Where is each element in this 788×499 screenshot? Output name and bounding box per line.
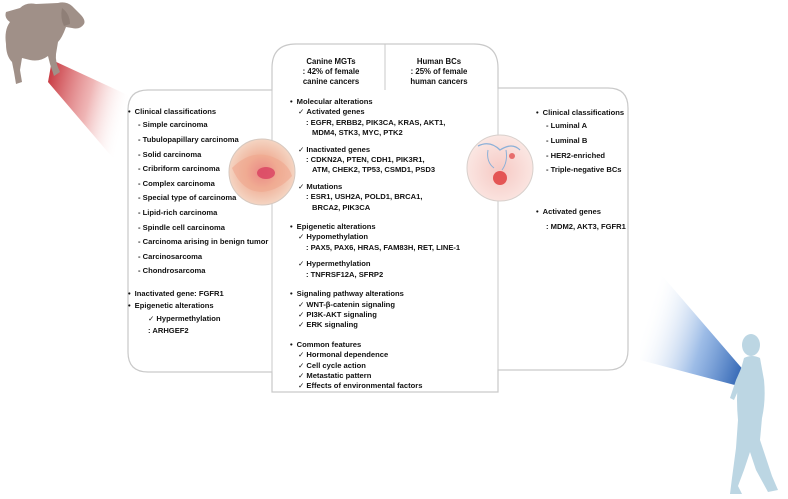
canine-type-item: - Carcinosarcoma (138, 251, 203, 261)
common-title: Common features (290, 340, 460, 350)
human-activated-title: Activated genes (536, 207, 626, 217)
human-header-title: Human BCs (416, 57, 462, 66)
canine-hyper-gene: : ARHGEF2 (148, 326, 189, 336)
mutations-line1: : ESR1, USH2A, POLD1, BRCA1, (306, 192, 423, 202)
canine-hypermethylation: Hypermethylation (128, 314, 268, 324)
canine-epigenetic-title: Epigenetic alterations (128, 301, 268, 311)
dog-silhouette-icon (5, 2, 85, 84)
hyper-title: Hypermethylation (290, 259, 460, 269)
hyper-genes: : TNFRSF12A, SFRP2 (306, 269, 384, 279)
canine-type-item: - Tubulopapillary carcinoma (138, 135, 239, 144)
canine-inactivated-gene: Inactivated gene: FGFR1 (128, 289, 268, 299)
human-activated-genes: : MDM2, AKT3, FGFR1 (546, 222, 626, 232)
human-clinical-title: Clinical classifications (536, 108, 626, 118)
inactivated-line2: ATM, CHEK2, TP53, CSMD1, PSD3 (312, 165, 436, 175)
canine-type-item: - Cribriform carcinoma (138, 164, 220, 174)
canine-panel: Clinical classifications - Simple carcin… (128, 107, 269, 337)
canine-header-title: Canine MGTs (306, 57, 356, 66)
human-panel: Clinical classifications - Luminal A - L… (536, 108, 626, 233)
signaling-item: WNT-β-catenin signaling (290, 300, 460, 310)
common-item: Cell cycle action (290, 361, 460, 371)
canine-header: Canine MGTs : 42% of female canine cance… (290, 57, 372, 87)
mutations-line2: BRCA2, PIK3CA (312, 202, 371, 212)
canine-type-item: - Complex carcinoma (138, 178, 215, 188)
human-silhouette-icon (730, 334, 778, 494)
human-header-sub: human cancers (410, 77, 468, 86)
activated-title: Activated genes (290, 107, 460, 117)
canine-type-item: - Solid carcinoma (138, 149, 202, 159)
canine-types-list: - Simple carcinoma - Tubulopapillary car… (128, 120, 268, 276)
canine-type-item: - Special type of carcinoma (138, 193, 237, 203)
canine-type-item: - Lipid-rich carcinoma (138, 207, 218, 217)
canine-type-item: - Carcinoma arising in benign tumor (138, 237, 269, 247)
canine-header-stat: : 42% of female (302, 67, 360, 76)
common-item: Hormonal dependence (290, 350, 460, 360)
common-item: Metastatic pattern (290, 371, 460, 381)
human-type-item: - Luminal B (546, 136, 588, 145)
human-type-item: - Triple-negative BCs (546, 165, 622, 175)
signaling-item: ERK signaling (290, 320, 460, 330)
mutations-title: Mutations (290, 182, 460, 192)
canine-clinical-title: Clinical classifications (128, 107, 268, 117)
canine-tissue-icon (228, 138, 296, 206)
canine-type-item: - Chondrosarcoma (138, 266, 206, 276)
signaling-title: Signaling pathway alterations (290, 289, 460, 299)
canine-type-item: - Spindle cell carcinoma (138, 222, 225, 232)
human-breast-icon (466, 134, 534, 202)
human-type-item: - Luminal A (546, 121, 588, 131)
shared-epigenetic-title: Epigenetic alterations (290, 222, 460, 232)
inactivated-line1: : CDKN2A, PTEN, CDH1, PIK3R1, (306, 155, 425, 165)
signaling-item: PI3K-AKT signaling (290, 310, 460, 320)
human-beam (640, 250, 752, 388)
activated-line2: MDM4, STK3, MYC, PTK2 (312, 128, 403, 138)
inactivated-title: Inactivated genes (290, 145, 460, 155)
human-types-list: - Luminal A - Luminal B - HER2-enriched … (536, 121, 626, 175)
human-type-item: - HER2-enriched (546, 150, 606, 160)
canine-beam (48, 60, 130, 178)
activated-line1: : EGFR, ERBB2, PIK3CA, KRAS, AKT1, (306, 117, 446, 127)
hypo-title: Hypomethylation (290, 232, 460, 242)
human-header-stat: : 25% of female (410, 67, 468, 76)
human-header: Human BCs : 25% of female human cancers (398, 57, 480, 87)
molecular-title: Molecular alterations (290, 97, 460, 107)
common-item: Effects of environmental factors (290, 381, 460, 391)
canine-type-item: - Simple carcinoma (138, 120, 208, 130)
shared-panel: Molecular alterations Activated genes : … (290, 97, 460, 392)
canine-header-sub: canine cancers (302, 77, 360, 86)
hypo-genes: : PAX5, PAX6, HRAS, FAM83H, RET, LINE-1 (306, 242, 461, 252)
